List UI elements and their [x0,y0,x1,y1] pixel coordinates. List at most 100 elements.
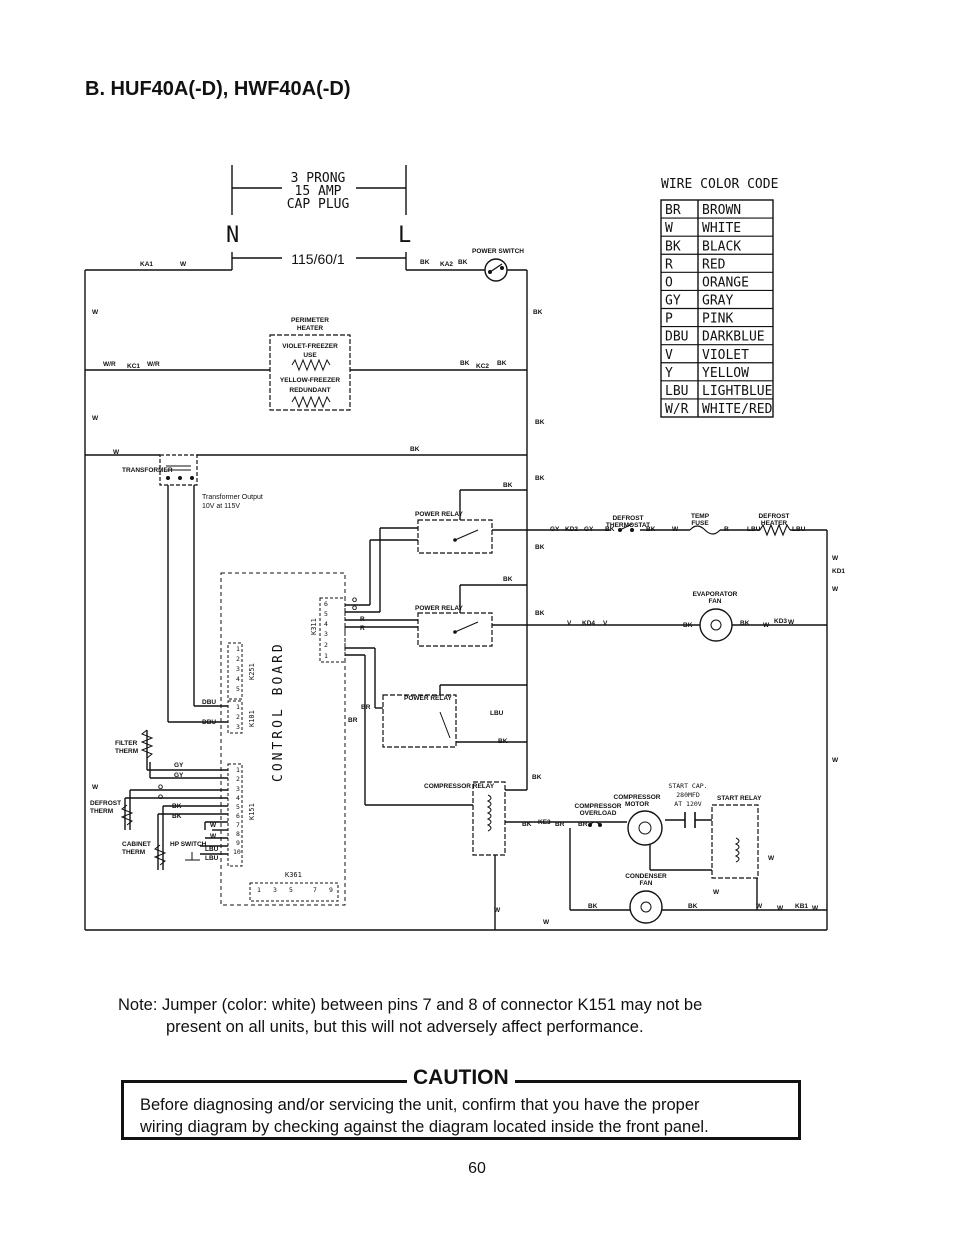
temp-fuse [689,525,721,535]
caution-title: CAUTION [407,1066,515,1090]
svg-text:K311: K311 [310,618,318,635]
power-relay-1 [417,519,493,554]
compressor-motor [627,810,663,846]
svg-text:BK: BK [740,620,750,627]
svg-text:4: 4 [324,620,328,628]
wire-color-name-4: ORANGE [702,275,749,290]
svg-text:W: W [812,905,819,912]
caution-text: Before diagnosing and/or servicing the u… [140,1096,709,1136]
wire-color-name-7: DARKBLUE [702,330,765,345]
svg-text:9: 9 [329,886,333,894]
svg-text:FAN: FAN [709,598,722,605]
wire-color-name-9: YELLOW [702,366,749,381]
cabinet-therm [153,844,167,866]
wire-color-code-title: WIRE COLOR CODE [661,177,778,192]
svg-text:BK: BK [535,419,545,426]
svg-text:5: 5 [289,886,293,894]
wire-color-name-11: WHITE/RED [702,402,773,417]
k101-connector [227,700,243,734]
svg-text:6: 6 [324,600,328,608]
svg-text:280MFD: 280MFD [676,791,700,799]
svg-text:K101: K101 [248,710,256,727]
svg-text:3: 3 [236,665,240,673]
svg-text:4: 4 [236,675,240,683]
svg-text:O: O [352,605,357,612]
plug-line3: CAP PLUG [287,197,350,212]
svg-text:DEFROST: DEFROST [758,513,789,520]
svg-text:BK: BK [503,576,513,583]
svg-text:6: 6 [236,812,240,820]
svg-text:W: W [788,619,795,626]
svg-text:BK: BK [688,903,698,910]
svg-text:BR: BR [555,821,565,828]
svg-text:DEFROST: DEFROST [612,515,643,522]
svg-text:POWER RELAY: POWER RELAY [404,695,452,702]
compressor-relay [472,781,506,856]
svg-text:LBU: LBU [205,846,219,853]
svg-text:BK: BK [683,622,693,629]
svg-text:V: V [567,620,572,627]
svg-text:GY: GY [174,772,184,779]
svg-text:BK: BK [535,544,545,551]
wire-color-name-0: BROWN [702,203,741,218]
wire-code-2: BK [665,239,681,254]
svg-text:3: 3 [273,886,277,894]
svg-text:W: W [832,757,839,764]
svg-text:O: O [352,597,357,604]
svg-text:2: 2 [236,713,240,721]
svg-text:COMPRESSOR: COMPRESSOR [575,803,622,810]
svg-text:1: 1 [257,886,261,894]
svg-text:COMPRESSOR RELAY: COMPRESSOR RELAY [424,783,495,790]
k151-connector [227,763,243,867]
svg-text:HEATER: HEATER [297,325,324,332]
svg-text:R: R [724,526,729,533]
svg-text:V: V [603,620,608,627]
svg-text:BK: BK [533,309,543,316]
wire-code-0: BR [665,203,681,218]
svg-text:THERMOSTAT: THERMOSTAT [606,522,650,529]
plug-line2: 15 AMP [295,184,342,199]
svg-text:BK: BK [532,774,542,781]
svg-text:YELLOW-FREEZER: YELLOW-FREEZER [280,377,340,384]
svg-text:BK: BK [458,259,468,266]
svg-text:DEFROST: DEFROST [90,800,121,807]
wire-code-6: P [665,312,673,327]
svg-text:GY: GY [174,762,184,769]
svg-text:HEATER: HEATER [761,520,788,527]
svg-text:LBU: LBU [747,526,761,533]
svg-text:W: W [180,261,187,268]
wire-color-name-8: VIOLET [702,348,749,363]
page-heading: B. HUF40A(-D), HWF40A(-D) [85,78,351,100]
svg-text:BK: BK [535,475,545,482]
svg-text:W: W [756,903,763,910]
svg-text:O: O [158,794,163,801]
svg-text:W: W [92,784,99,791]
svg-text:3: 3 [236,723,240,731]
start-relay [711,804,759,879]
svg-text:BK: BK [460,360,470,367]
svg-text:1: 1 [236,766,240,774]
svg-text:BK: BK [588,903,598,910]
start-capacitor [684,812,696,828]
svg-text:9: 9 [236,839,240,847]
perimeter-heater [269,334,351,411]
defrost-thermostat [618,523,634,532]
svg-text:W: W [777,905,784,912]
svg-text:USE: USE [303,352,317,359]
svg-text:3: 3 [324,630,328,638]
wire-code-7: DBU [665,330,688,345]
svg-text:K361: K361 [285,871,302,879]
wire-color-name-5: GRAY [702,294,733,309]
wire-color-name-2: BLACK [702,239,741,254]
svg-text:10: 10 [233,848,241,856]
svg-text:FILTER: FILTER [115,740,138,747]
svg-text:THERM: THERM [90,808,113,815]
svg-text:BK: BK [420,259,430,266]
svg-text:START RELAY: START RELAY [717,795,762,802]
svg-text:START CAP.: START CAP. [668,782,707,790]
svg-text:KE3: KE3 [538,819,551,826]
svg-text:1: 1 [236,645,240,653]
line-label: L [398,223,411,248]
